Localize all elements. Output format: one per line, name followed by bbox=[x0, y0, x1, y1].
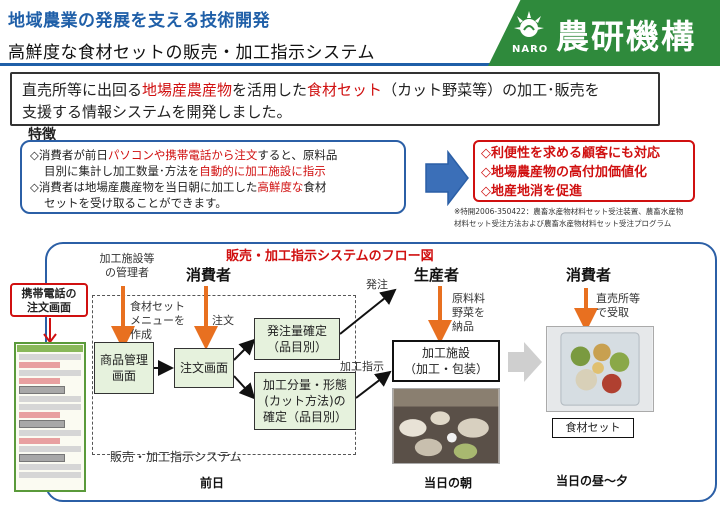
consumer2-label: 消費者 bbox=[566, 266, 612, 284]
logo-sub: NARO bbox=[512, 44, 549, 55]
feature-text: 目別に集計し加工数量･方法を bbox=[44, 164, 200, 178]
benefit-item: ◇利便性を求める顧客にも対応 bbox=[481, 146, 660, 161]
down-arrow-icon bbox=[43, 318, 57, 344]
cut-method-box: 加工分量・形態 (カット方法)の 確定（品目別） bbox=[254, 372, 356, 430]
feature-item-2: ◇消費者は地場産農産物を当日朝に加工した高鮮度な食材 bbox=[30, 179, 396, 195]
box-line: 加工施設 bbox=[421, 346, 470, 360]
summary-text: 直売所等に出回る bbox=[22, 81, 143, 99]
box-line: 注文画面 bbox=[179, 361, 228, 375]
process-instruction-note: 加工指示 bbox=[340, 360, 384, 373]
label-line: 加工施設等 bbox=[99, 252, 155, 265]
box-line: 商品管理 bbox=[99, 353, 148, 367]
feature-text: すると、原料品 bbox=[257, 148, 338, 162]
box-line: 画面 bbox=[111, 369, 136, 383]
phone-label-line: 携帯電話の bbox=[21, 287, 77, 300]
box-line: (カット方法)の bbox=[264, 394, 346, 408]
flow-title: 販売・加工指示システムのフロー図 bbox=[226, 249, 434, 264]
material-note: 原料料 野菜を 納品 bbox=[452, 292, 492, 334]
features-heading: 特徴 bbox=[28, 127, 56, 143]
feature-highlight: 自動的に加工施設に指示 bbox=[199, 164, 326, 178]
system-label: 販売・加工指示システム bbox=[110, 450, 242, 464]
label-line: の管理者 bbox=[105, 266, 149, 279]
summary-line-1: 直売所等に出回る地場産農産物を活用した食材セット（カット野菜等）の加工･販売を bbox=[22, 79, 648, 101]
label-line: メニューを bbox=[130, 314, 185, 327]
summary-highlight: 食材セット bbox=[307, 81, 383, 99]
order-screen-box: 注文画面 bbox=[174, 348, 234, 388]
feature-highlight: 高鮮度な bbox=[257, 180, 304, 194]
label-line: で受取 bbox=[596, 306, 629, 319]
same-morning-label: 当日の朝 bbox=[424, 476, 473, 490]
food-set-label: 食材セット bbox=[552, 418, 634, 438]
ship-note: 発注 bbox=[366, 278, 388, 291]
consumer-label: 消費者 bbox=[186, 266, 232, 284]
producer-label: 生産者 bbox=[414, 266, 460, 284]
feature-item-1-cont: 目別に集計し加工数量･方法を自動的に加工施設に指示 bbox=[30, 163, 396, 179]
benefit-item: ◇地産地消を促進 bbox=[481, 184, 582, 199]
same-afternoon-label: 当日の昼～夕 bbox=[556, 474, 629, 488]
page-subtitle: 地域農業の発展を支える技術開発 bbox=[8, 11, 270, 31]
order-note: 注文 bbox=[212, 314, 234, 327]
naro-logo-icon bbox=[514, 11, 544, 37]
summary-line-2: 支援する情報システムを開発しました。 bbox=[22, 103, 292, 121]
phone-screenshot bbox=[14, 342, 86, 492]
box-line: （品目別） bbox=[266, 340, 327, 354]
pickup-note: 直売所等 で受取 bbox=[596, 292, 652, 320]
feature-item-1: ◇消費者が前日パソコンや携帯電話から注文すると、原料品 bbox=[30, 147, 396, 163]
benefit-item: ◇地場農産物の高付加価値化 bbox=[481, 165, 647, 180]
box-line: （加工・包装） bbox=[403, 362, 488, 376]
page-title: 高鮮度な食材セットの販売・加工指示システム bbox=[8, 43, 375, 63]
logo-text: 農研機構 bbox=[556, 17, 696, 56]
summary-box: 直売所等に出回る地場産農産物を活用した食材セット（カット野菜等）の加工･販売を … bbox=[10, 72, 660, 126]
product-management-box: 商品管理 画面 bbox=[94, 342, 154, 394]
summary-text: を活用した bbox=[232, 81, 308, 99]
feature-highlight: パソコンや携帯電話から注文 bbox=[107, 148, 258, 162]
menu-note: 食材セット メニューを 作成 bbox=[130, 300, 190, 342]
label-line: 野菜を bbox=[452, 306, 485, 319]
benefits-box: ◇利便性を求める顧客にも対応 ◇地場農産物の高付加価値化 ◇地産地消を促進 bbox=[473, 140, 695, 202]
feature-text: ◇消費者は地場産農産物を当日朝に加工した bbox=[30, 180, 258, 194]
food-set-photo bbox=[546, 326, 654, 412]
box-line: 発注量確定 bbox=[266, 324, 327, 338]
label-line: 納品 bbox=[452, 320, 474, 333]
summary-text: （カット野菜等）の加工･販売を bbox=[382, 81, 600, 99]
processing-facility-box: 加工施設 （加工・包装） bbox=[392, 340, 500, 382]
patent-line: 材料セット受注方法および農畜水産物材料セット受注プログラム bbox=[454, 219, 672, 228]
day-before-label: 前日 bbox=[200, 476, 225, 490]
feature-text: 食材 bbox=[303, 180, 327, 194]
label-line: 食材セット bbox=[130, 300, 185, 313]
patent-note: ※特開2006-350422：農畜水産物材料セット受注装置、農畜水産物 材料セッ… bbox=[454, 206, 720, 230]
summary-highlight: 地場産農産物 bbox=[142, 81, 233, 99]
features-box: ◇消費者が前日パソコンや携帯電話から注文すると、原料品 目別に集計し加工数量･方… bbox=[20, 140, 406, 214]
header-divider bbox=[0, 63, 520, 66]
feature-text: ◇消費者が前日 bbox=[30, 148, 108, 162]
phone-screen-label: 携帯電話の 注文画面 bbox=[10, 283, 88, 317]
label-line: 直売所等 bbox=[596, 292, 640, 305]
label-line: 原料料 bbox=[452, 292, 485, 305]
phone-label-line: 注文画面 bbox=[27, 301, 71, 314]
processing-photo bbox=[392, 388, 500, 464]
box-line: 確定（品目別） bbox=[262, 410, 347, 424]
order-confirm-box: 発注量確定 （品目別） bbox=[254, 318, 340, 360]
patent-line: ※特開2006-350422：農畜水産物材料セット受注装置、農畜水産物 bbox=[454, 207, 684, 216]
feature-item-2-cont: セットを受け取ることができます。 bbox=[44, 196, 227, 210]
facility-manager-label: 加工施設等 の管理者 bbox=[96, 252, 158, 280]
box-line: 加工分量・形態 bbox=[262, 378, 347, 392]
right-arrow-icon bbox=[425, 150, 469, 206]
label-line: 作成 bbox=[130, 328, 152, 341]
